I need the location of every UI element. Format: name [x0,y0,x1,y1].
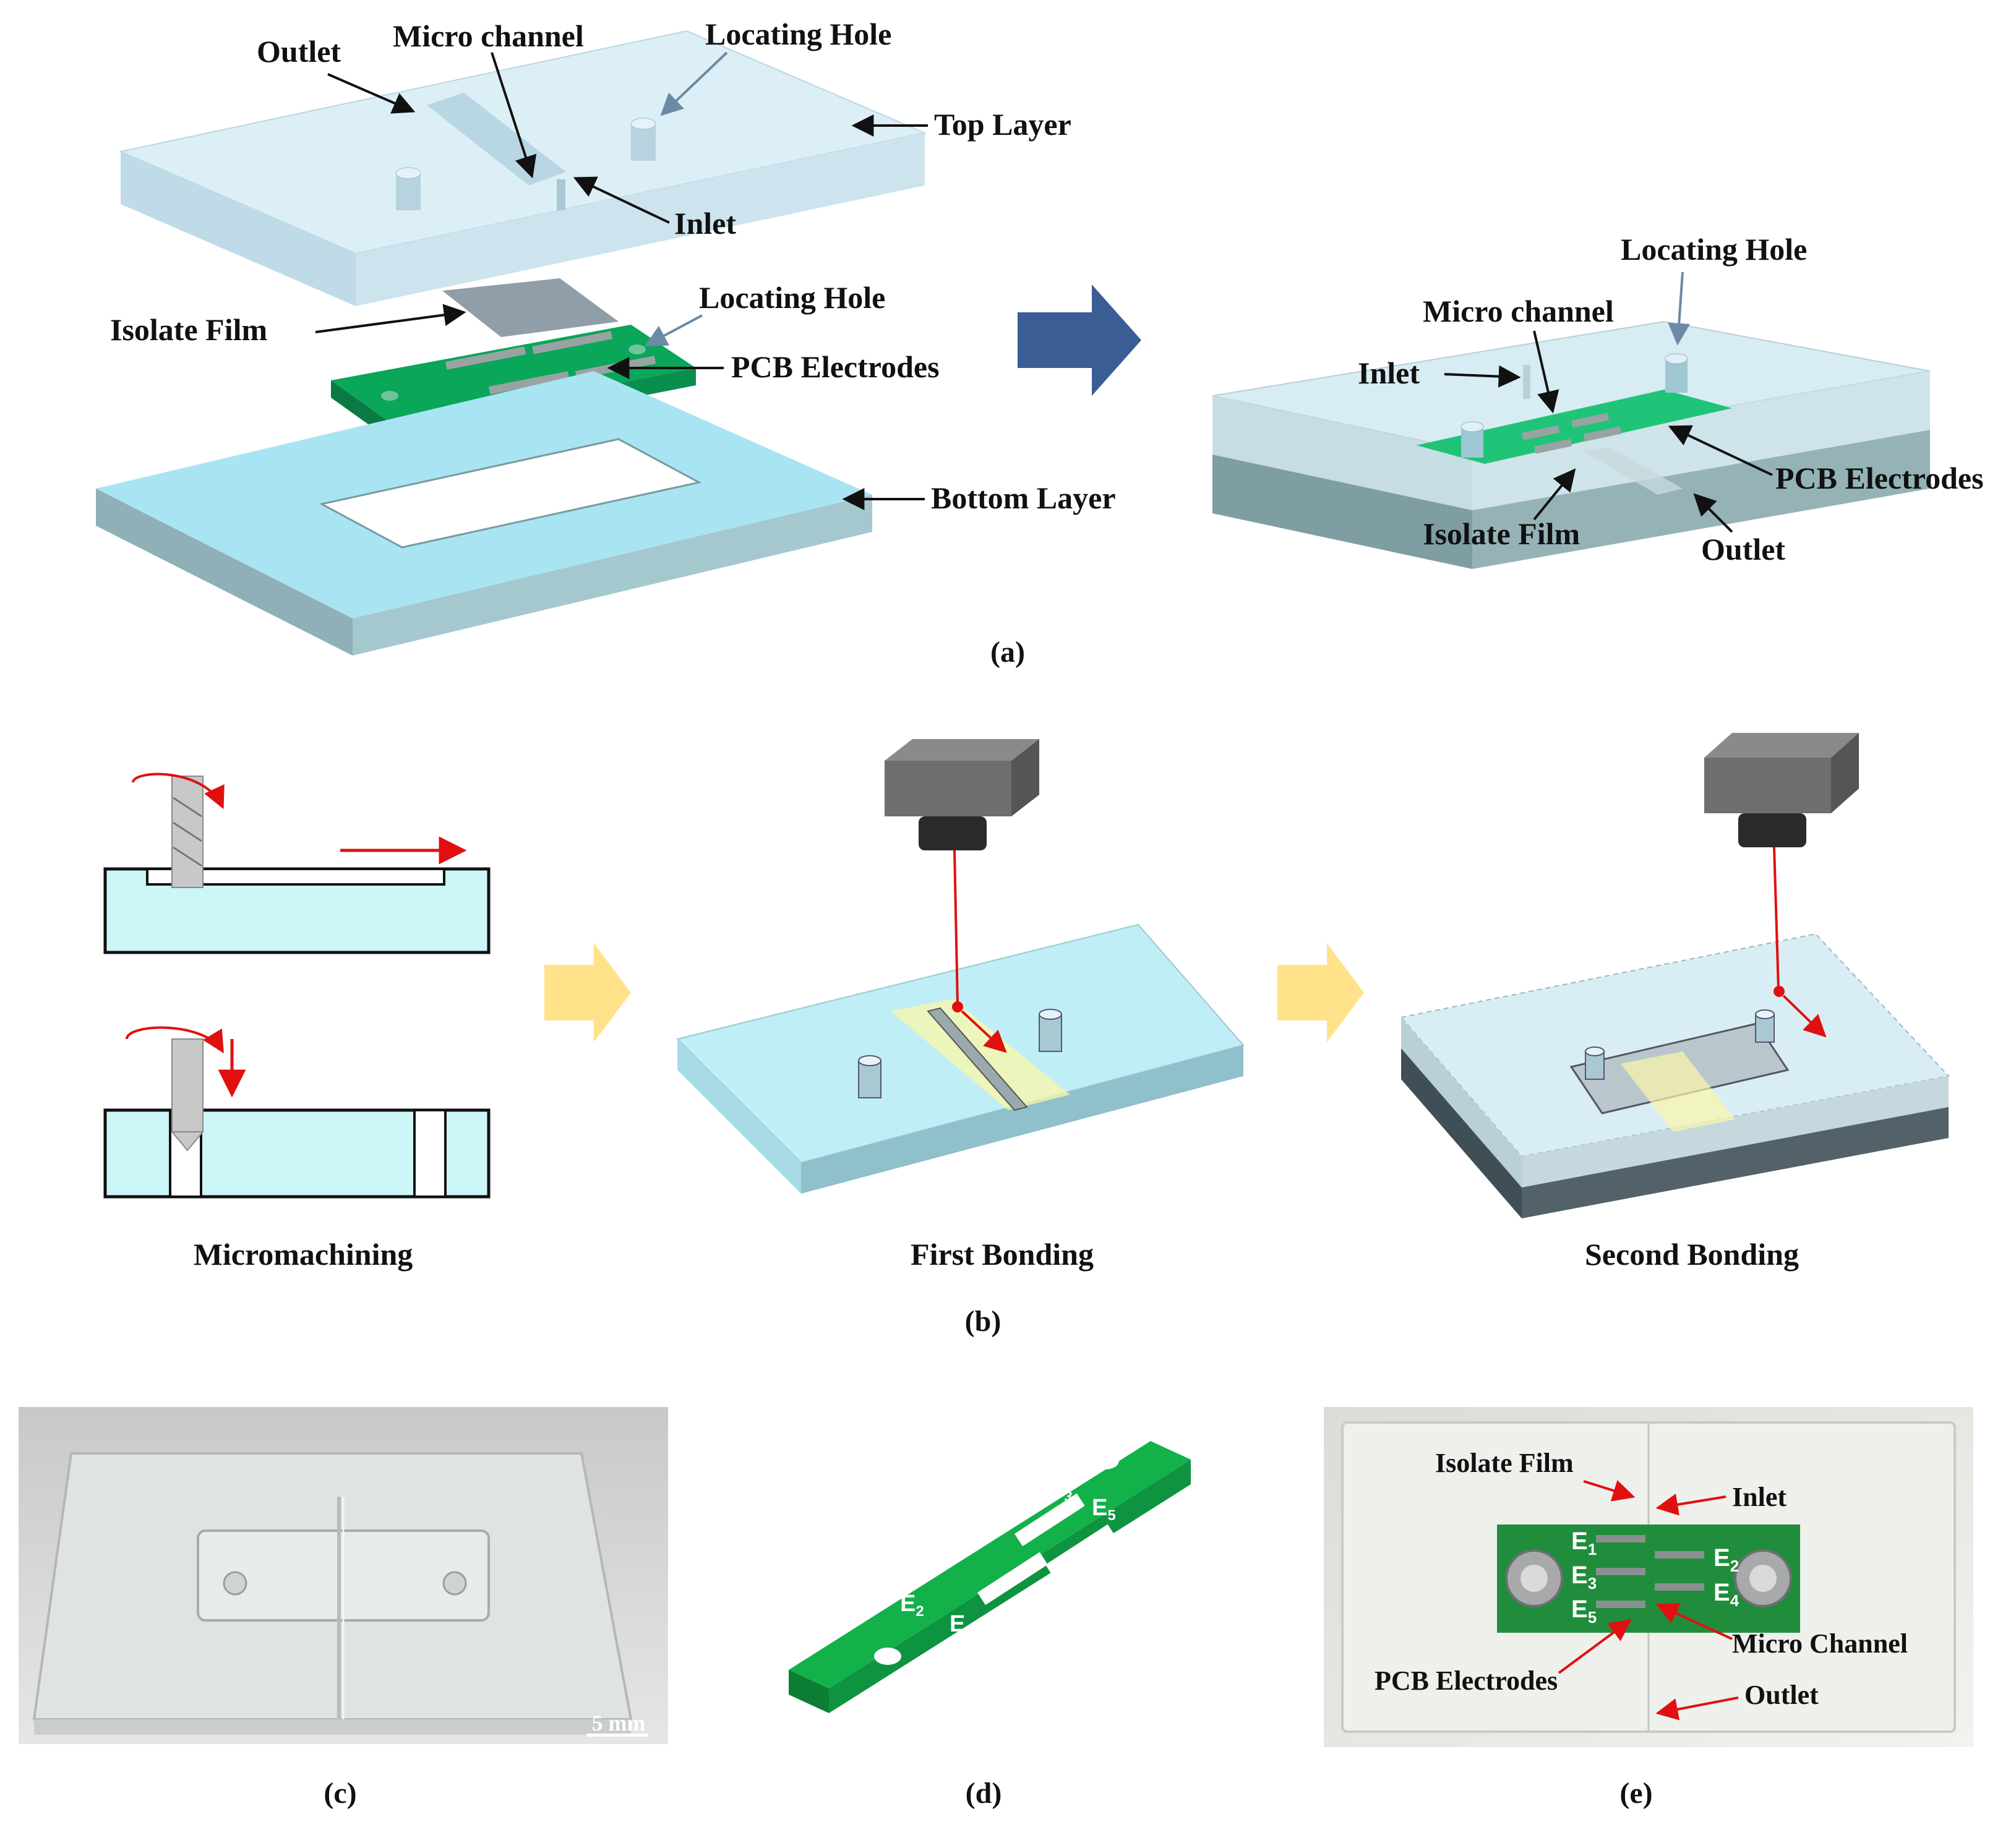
caption-d: (d) [966,1777,1002,1810]
panel-d-pcb: E1 E3 E5 E2 E4 [789,1441,1191,1713]
pcb-d-e3: E3 [1049,1476,1073,1505]
panel-b-micromachining: Micromachining [103,772,491,1272]
label-locating-hole-assembled: Locating Hole [1621,232,1807,267]
pcb-e-e1: E1 [1571,1528,1597,1559]
process-arrow-2 [1277,943,1364,1042]
label-locating-hole-pcb: Locating Hole [699,280,885,315]
label-e-isolate-film: Isolate Film [1435,1448,1574,1478]
label-second-bonding: Second Bonding [1585,1237,1799,1272]
label-isolate-film-assembled: Isolate Film [1423,516,1580,551]
label-outlet-top: Outlet [257,34,341,69]
label-micro-channel-assembled: Micro channel [1423,294,1614,328]
label-e-inlet: Inlet [1732,1482,1787,1512]
label-top-layer: Top Layer [934,107,1071,142]
pointer-outlet [327,73,416,114]
caption-b: (b) [965,1305,1002,1338]
label-pcb-electrodes-assembled: PCB Electrodes [1775,461,1984,495]
label-pcb-electrodes: PCB Electrodes [731,349,940,384]
pcb-d-e1: E1 [1002,1461,1026,1491]
pcb-e-e5: E5 [1571,1596,1597,1627]
pointer-locating-hole-pcb [644,314,703,346]
pointer-inlet [573,176,670,224]
pointer-micro-channel [491,52,537,179]
label-inlet-assembled: Inlet [1358,356,1420,390]
isolate-film-3d [442,278,619,337]
caption-e: (e) [1619,1777,1652,1810]
panel-c-photo: 5 mm [19,1407,668,1744]
pointer-e-outlet [1655,1696,1739,1721]
pointer-locating-hole-top [660,51,728,116]
panel-a-exploded: Outlet Micro channel Locating Hole Top L… [96,17,1116,656]
pointer-isolate-film-assembled [1533,468,1576,521]
label-e-pcb-electrodes: PCB Electrodes [1375,1666,1558,1696]
pcb-d-e2: E2 [900,1591,924,1620]
pcb-d-e4: E4 [950,1611,974,1640]
label-bottom-layer: Bottom Layer [931,481,1116,515]
panel-a-assembled: Locating Hole Micro channel Inlet PCB El… [1212,232,1984,569]
label-isolate-film: Isolate Film [110,312,267,347]
bottom-layer-3d [96,371,872,656]
pointer-pcb-electrodes-assembled [1668,425,1773,476]
pointer-inlet-assembled [1444,365,1521,388]
label-e-micro-channel: Micro Channel [1732,1628,1908,1659]
label-micro-channel-top: Micro channel [393,19,584,53]
top-layer-3d [118,30,927,306]
pcb-e-e2: E2 [1714,1544,1739,1575]
scale-bar-label: 5 mm [592,1711,646,1735]
assembly-arrow [1018,284,1141,396]
pointer-e-isolate-film [1583,1480,1636,1502]
label-first-bonding: First Bonding [911,1237,1094,1272]
pcb-e-e4: E4 [1714,1579,1739,1610]
panel-b-second-bonding: Second Bonding [1400,733,1950,1272]
caption-c: (c) [324,1777,356,1810]
pointer-locating-hole-assembled [1668,272,1691,346]
label-outlet-assembled: Outlet [1701,532,1785,567]
process-arrow-1 [544,943,631,1042]
panel-e-photo: E1 E3 E5 E2 E4 Isolate Film Inlet Micro … [1324,1407,1973,1747]
caption-a: (a) [990,636,1025,669]
pointer-e-micro-channel [1655,1603,1733,1640]
panel-b-first-bonding: First Bonding [676,739,1245,1272]
pointer-isolate-film [315,304,466,333]
pointer-e-pcb-electrodes [1558,1619,1632,1674]
pcb-d-e5: E5 [1092,1495,1116,1524]
pointer-outlet-assembled [1693,493,1733,533]
label-e-outlet: Outlet [1744,1680,1819,1710]
pointer-e-inlet [1655,1494,1726,1516]
pointer-micro-channel-assembled [1533,330,1559,414]
label-inlet-top: Inlet [674,206,736,241]
label-locating-hole-top: Locating Hole [705,17,891,51]
label-micromachining: Micromachining [194,1237,413,1272]
pcb-e-e3: E3 [1571,1562,1597,1593]
